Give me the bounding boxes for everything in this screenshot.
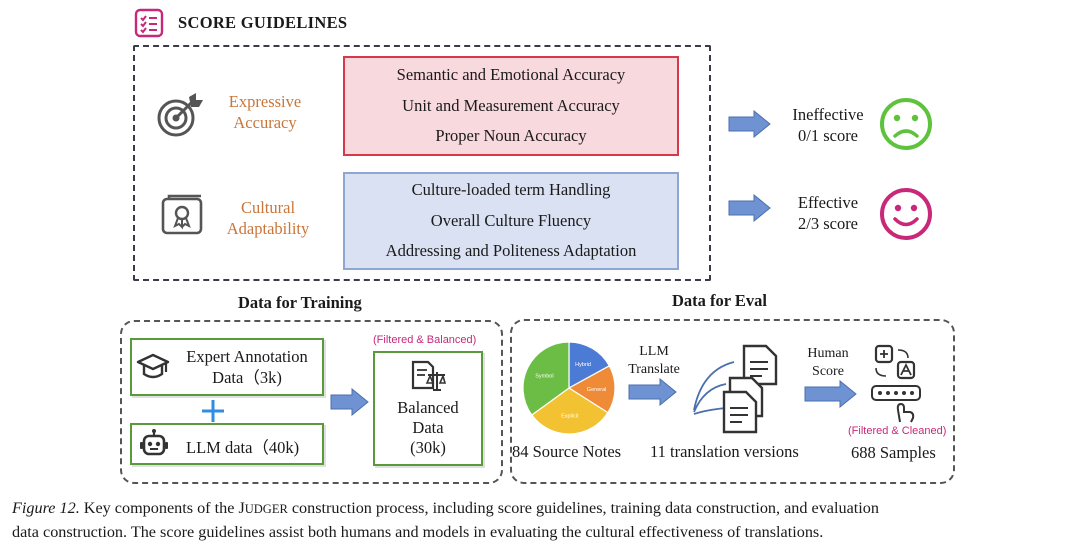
ineffective-label: Ineffective [792,105,864,124]
expressive-label: Expressive Accuracy [212,91,318,133]
eval-title: Data for Eval [672,291,768,310]
human-score-label: Human Score [796,345,860,381]
samples-text: 688 Samples [851,443,936,462]
human-score-line1: Human [807,346,849,361]
criterion-culture-fluency: Overall Culture Fluency [430,210,592,230]
ineffective-score: 0/1 score [797,126,859,145]
effective-outcome: Effective 2/3 score [776,192,880,234]
certificate-icon [160,193,206,237]
balanced-line1: Balanced [397,398,459,417]
ineffective-outcome: Ineffective 0/1 score [776,104,880,146]
caption-line1: Figure 12. Key components of the JUDGER … [12,497,1076,521]
caption-line1-a: Key components of the J [83,499,245,517]
pie-label-explicit: Explicit [561,414,579,420]
pie-slice-hybrid [568,341,611,390]
human-score-line2: Score [812,364,844,379]
criterion-unit-measurement: Unit and Measurement Accuracy [402,95,620,115]
guidelines-title: SCORE GUIDELINES [178,13,348,32]
figure-caption: Figure 12. Key components of the JUDGER … [12,497,1076,544]
balanced-line3: (30k) [410,438,446,457]
filtered-balanced-note: (Filtered & Balanced) [373,334,477,346]
arrow-to-ineffective [728,109,772,139]
pie-slice-general [567,365,616,414]
rating-translate-icon [870,342,924,424]
arrow-to-samples [804,379,858,409]
cultural-label: Cultural Adaptability [212,197,324,239]
arrow-to-translations [628,377,678,407]
filtered-cleaned-note: (Filtered & Cleaned) [848,425,947,437]
eval-panel [510,319,955,484]
llm-data-text: LLM data（40k) [186,438,300,457]
guidelines-icon [134,8,164,38]
criterion-politeness: Addressing and Politeness Adaptation [385,241,637,261]
balanced-data-box [373,351,483,466]
caption-figure-label: Figure 12. [12,499,80,517]
caption-line1-b: construction process, including score gu… [287,499,879,517]
pie-label-symbol: Symbol [535,373,553,379]
llm-data-box [130,423,324,465]
training-panel [120,320,503,484]
arrow-to-balanced [330,387,370,417]
arrow-to-effective [728,193,772,223]
criterion-proper-noun: Proper Noun Accuracy [435,126,587,146]
pie-label-general: General [587,387,607,393]
expressive-label-line2: Accuracy [233,113,297,132]
translation-versions-text: 11 translation versions [650,442,799,461]
translation-documents-icon [686,340,794,440]
cultural-criteria-box: Culture-loaded term Handling Overall Cul… [343,172,679,270]
happy-face-icon [878,186,934,242]
caption-line2: data construction. The score guidelines … [12,523,824,541]
caption-smallcaps: UDGER [244,502,288,516]
sad-face-icon [878,96,934,152]
training-title: Data for Training [238,293,362,312]
cultural-label-line1: Cultural [240,198,296,217]
expert-line2: Data（3k) [212,368,282,387]
llm-translate-line1: LLM [639,344,669,359]
criterion-culture-loaded: Culture-loaded term Handling [411,180,611,200]
graduation-cap-icon [136,350,170,382]
llm-translate-label: LLM Translate [619,343,689,379]
expressive-criteria-box: Semantic and Emotional Accuracy Unit and… [343,56,679,156]
expert-annotation-box [130,338,324,396]
source-notes-text: 84 Source Notes [512,442,622,461]
criterion-semantic-emotional: Semantic and Emotional Accuracy [396,65,626,85]
effective-score: 2/3 score [797,214,859,233]
target-icon [156,92,204,138]
cultural-label-line2: Adaptability [226,219,310,238]
llm-translate-line2: Translate [628,362,680,377]
guidelines-panel [133,45,711,281]
document-scale-icon [410,360,447,392]
balanced-line2: Data [412,418,444,437]
pie-label-hybrid: Hybrid [575,362,591,368]
pie-slice-symbol [522,341,570,416]
expressive-label-line1: Expressive [228,92,302,111]
robot-icon [138,428,170,460]
expert-annotation-text: Expert Annotation Data（3k) [172,346,322,388]
expert-line1: Expert Annotation [186,347,308,366]
effective-label: Effective [797,193,859,212]
balanced-data-text: Balanced Data (30k) [375,398,481,458]
plus-icon [200,398,226,424]
pie-slice-explicit [530,387,609,435]
